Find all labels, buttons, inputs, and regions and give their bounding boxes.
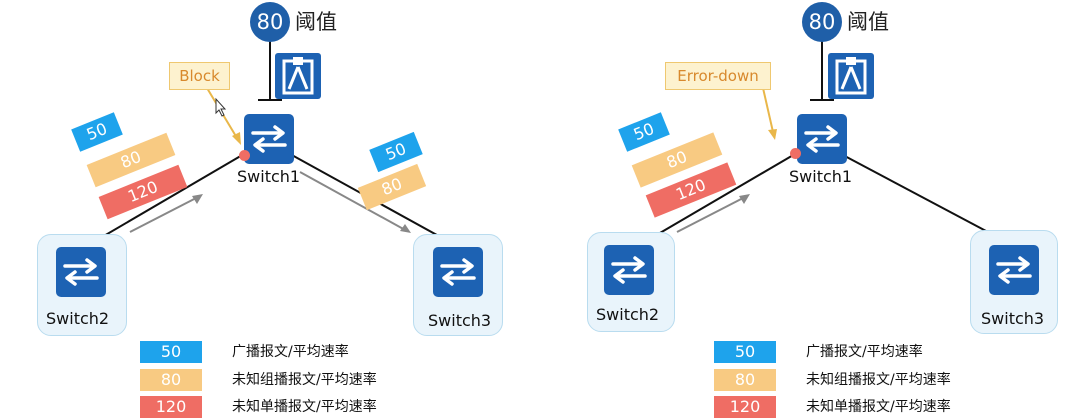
switch3-icon (989, 245, 1039, 295)
switch3-icon (433, 247, 483, 297)
legend-text-multicast: 未知组播报文/平均速率 (806, 372, 951, 388)
threshold-value: 80 (250, 2, 290, 42)
switch-arrows-icon (804, 125, 840, 153)
switch2-icon (604, 245, 654, 295)
legend-text-unicast: 未知单播报文/平均速率 (232, 399, 377, 415)
switch2-label: Switch2 (46, 309, 110, 328)
switch3-label: Switch3 (428, 311, 492, 330)
legend-swatch-broadcast: 50 (714, 341, 776, 363)
speed-limiter-icon (275, 53, 321, 99)
switch-arrows-icon (996, 256, 1032, 284)
legend-swatch-unicast: 120 (714, 396, 776, 418)
switch1-label: Switch1 (789, 167, 853, 186)
switch-arrows-icon (63, 258, 99, 286)
switch3-node[interactable]: Switch3 (970, 230, 1058, 334)
legend-swatch-unicast: 120 (140, 396, 202, 418)
topology-lines (635, 36, 1004, 248)
legend-swatch-multicast: 80 (140, 369, 202, 391)
cursor-icon (215, 97, 227, 117)
legend-text-broadcast: 广播报文/平均速率 (232, 344, 349, 360)
switch3-label: Switch3 (981, 309, 1045, 328)
switch-arrows-icon (251, 125, 287, 153)
switch-arrows-icon (440, 258, 476, 286)
switch1-label: Switch1 (237, 167, 301, 186)
threshold-label: 阈值 (295, 10, 337, 34)
switch3-node[interactable]: Switch3 (413, 234, 503, 336)
legend-swatch-multicast: 80 (714, 369, 776, 391)
topology-lines (84, 36, 456, 248)
panel-error-down: 80 阈值 Error-down Switch1 Switch2 (541, 0, 1082, 418)
threshold-label: 阈值 (847, 10, 889, 34)
legend-text-multicast: 未知组播报文/平均速率 (232, 372, 377, 388)
switch1-icon[interactable] (797, 114, 847, 164)
switch2-node[interactable]: Switch2 (587, 232, 675, 332)
legend-swatch-broadcast: 50 (140, 341, 202, 363)
switch-arrows-icon (611, 256, 647, 284)
block-callout: Block (169, 62, 230, 90)
switch1-icon[interactable] (244, 114, 294, 164)
threshold-value: 80 (802, 2, 842, 42)
port-dot-icon (239, 150, 250, 161)
switch2-icon (56, 247, 106, 297)
port-dot-icon (790, 148, 801, 159)
legend-text-unicast: 未知单播报文/平均速率 (806, 399, 951, 415)
legend-text-broadcast: 广播报文/平均速率 (806, 344, 923, 360)
switch2-label: Switch2 (596, 305, 660, 324)
switch2-node[interactable]: Switch2 (37, 234, 127, 336)
panel-block: 80 阈值 Block Switch1 Switch2 (0, 0, 541, 418)
speed-limiter-icon (828, 53, 874, 99)
error-down-callout: Error-down (665, 62, 771, 90)
